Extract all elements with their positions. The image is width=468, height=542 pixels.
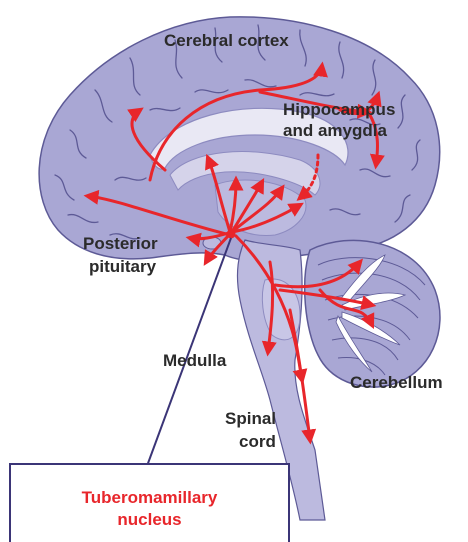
label-hippocampus-line1: Hippocampus	[283, 99, 395, 120]
label-medulla: Medulla	[163, 350, 226, 371]
label-cerebellum: Cerebellum	[350, 372, 443, 393]
label-nucleus-line2: nucleus	[11, 509, 288, 530]
label-cerebral-cortex: Cerebral cortex	[164, 30, 289, 51]
label-nucleus-line1: Tuberomamillary	[11, 487, 288, 508]
tuberomamillary-dot	[227, 230, 236, 239]
label-spinal-line1: Spinal	[225, 408, 276, 429]
label-posterior-line1: Posterior	[83, 233, 158, 254]
nucleus-label-box: Tuberomamillary nucleus	[9, 463, 290, 542]
label-hippocampus-line2: and amygdla	[283, 120, 387, 141]
label-spinal-line2: cord	[239, 431, 276, 452]
label-posterior-line2: pituitary	[89, 256, 156, 277]
